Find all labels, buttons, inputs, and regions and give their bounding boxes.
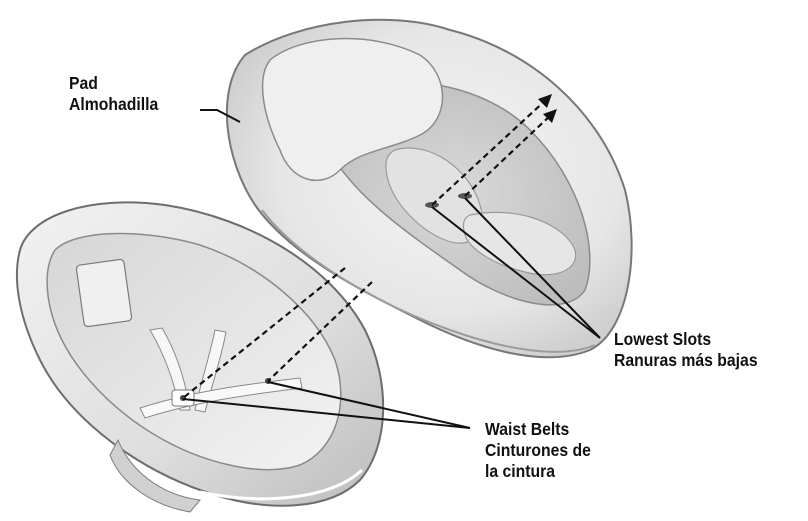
pad-label: Pad Almohadilla (69, 73, 158, 115)
waist-belts-label-es-1: Cinturones de (485, 440, 591, 461)
waist-belts-label: Waist Belts Cinturones de la cintura (485, 419, 591, 482)
pad-label-es: Almohadilla (69, 94, 158, 115)
lowest-slots-label-en: Lowest Slots (614, 329, 758, 350)
pad-label-en: Pad (69, 73, 158, 94)
waist-belts-label-es-2: la cintura (485, 461, 591, 482)
lowest-slots-label-es: Ranuras más bajas (614, 350, 758, 371)
waist-belts-label-en: Waist Belts (485, 419, 591, 440)
seat-back-plate (76, 259, 132, 327)
lowest-slots-label: Lowest Slots Ranuras más bajas (614, 329, 758, 371)
